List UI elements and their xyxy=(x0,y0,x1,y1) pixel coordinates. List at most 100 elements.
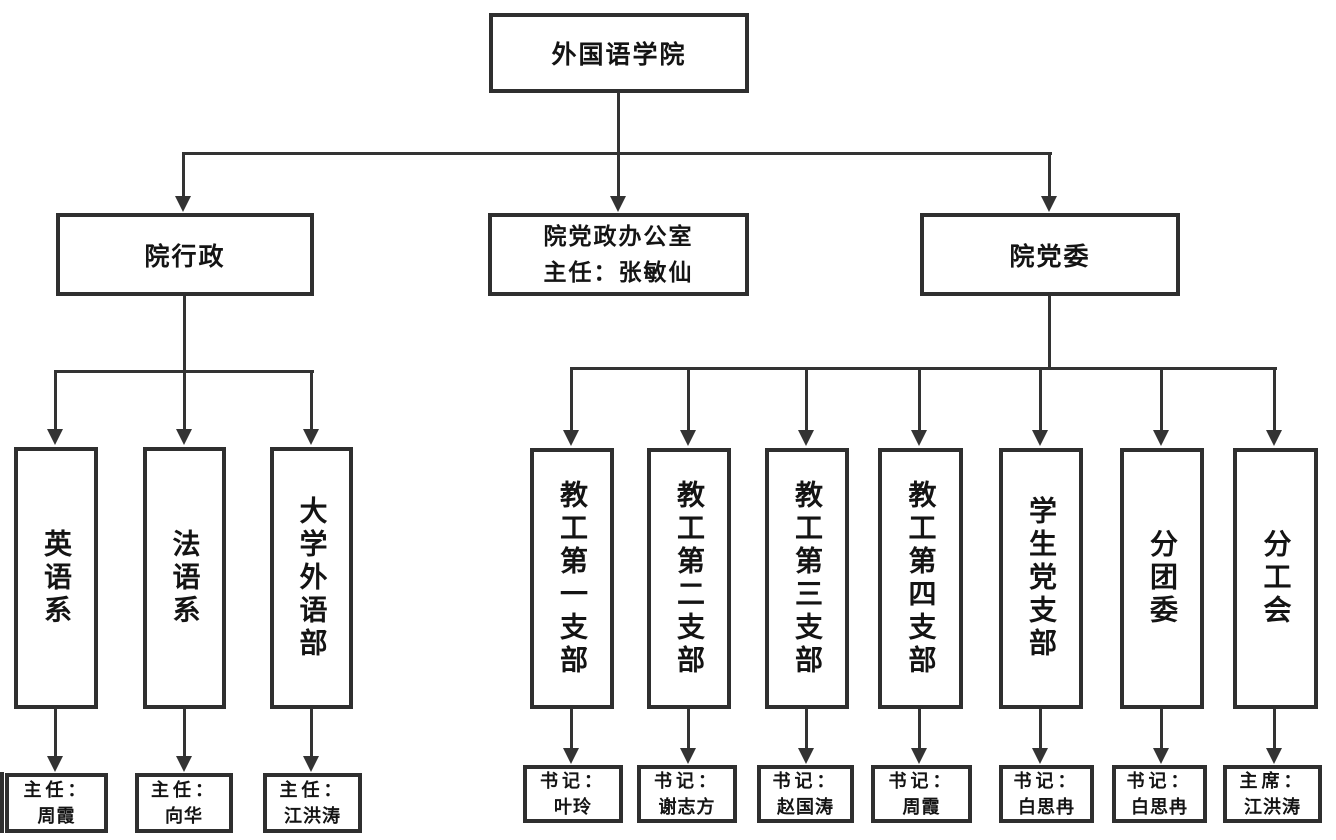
leader-6-role: 书记： xyxy=(888,770,955,791)
connector-faculty-1-leader xyxy=(570,709,573,749)
node-branch-labor-union: 分工会 xyxy=(1233,448,1318,709)
connector-drop-party xyxy=(1048,152,1051,198)
node-dept-french: 法语系 xyxy=(143,447,226,709)
connector-drop-youth-league xyxy=(1160,367,1163,431)
connector-drop-english xyxy=(54,370,57,430)
arrow-into-faculty-4 xyxy=(911,430,927,446)
leader-3-name: 叶玲 xyxy=(554,797,592,817)
office-label: 院党政办公室 xyxy=(543,222,694,249)
arrow-into-office xyxy=(610,196,626,212)
connector-party-hline xyxy=(570,367,1277,370)
leader-5-name: 赵国涛 xyxy=(777,797,834,817)
arrow-into-leader-2 xyxy=(303,756,319,772)
arrow-into-youth-league xyxy=(1153,430,1169,446)
leader-0-role: 主任： xyxy=(23,779,90,800)
arrow-into-leader-7 xyxy=(1032,748,1048,764)
arrow-into-student xyxy=(1032,430,1048,446)
connector-admin-trunk xyxy=(183,296,186,372)
branch-youth-league-label: 分团委 xyxy=(1147,529,1178,628)
connector-drop-labor-union xyxy=(1273,367,1276,431)
leader-1-role: 主任： xyxy=(151,779,217,800)
node-admin: 院行政 xyxy=(56,213,314,296)
party-label: 院党委 xyxy=(1009,242,1091,271)
node-leader-english-director: 主任： 周霞 xyxy=(5,773,108,833)
arrow-into-leader-5 xyxy=(798,748,814,764)
connector-party-trunk xyxy=(1048,296,1051,369)
branch-faculty-2-label: 教工第二支部 xyxy=(674,479,705,678)
leader-8-role: 书记： xyxy=(1126,770,1193,791)
arrow-into-leader-6 xyxy=(911,748,927,764)
arrow-into-leader-1 xyxy=(176,756,192,772)
arrow-into-admin xyxy=(175,196,191,212)
leader-9-name: 江洪涛 xyxy=(1244,797,1301,817)
arrow-into-english xyxy=(47,429,63,445)
node-leader-faculty-4-secretary: 书记： 周霞 xyxy=(871,765,972,823)
connector-drop-french xyxy=(183,370,186,430)
connector-ufl-leader xyxy=(310,709,313,757)
node-leader-faculty-3-secretary: 书记： 赵国涛 xyxy=(757,765,854,823)
connector-drop-faculty-4 xyxy=(918,367,921,431)
connector-youth-league-leader xyxy=(1160,709,1163,749)
connector-english-leader xyxy=(54,709,57,757)
root-label: 外国语学院 xyxy=(551,41,687,69)
connector-drop-faculty-3 xyxy=(805,367,808,431)
branch-faculty-4-label: 教工第四支部 xyxy=(905,479,937,678)
node-branch-student-party: 学生党支部 xyxy=(999,448,1083,709)
node-branch-faculty-4: 教工第四支部 xyxy=(878,448,963,709)
connector-drop-office xyxy=(617,152,620,198)
connector-drop-student xyxy=(1039,367,1042,431)
branch-faculty-3-label: 教工第三支部 xyxy=(792,479,823,678)
node-branch-faculty-2: 教工第二支部 xyxy=(647,448,731,709)
leader-7-name: 白思冉 xyxy=(1018,797,1075,817)
node-branch-faculty-1: 教工第一支部 xyxy=(530,448,614,709)
leader-3-role: 书记： xyxy=(540,770,606,791)
node-office: 院党政办公室 主任：张敏仙 xyxy=(488,213,749,296)
leader-2-role: 主任： xyxy=(279,779,346,800)
leader-8-name: 白思冉 xyxy=(1131,797,1188,817)
arrow-into-leader-8 xyxy=(1153,748,1169,764)
admin-label: 院行政 xyxy=(144,242,226,271)
node-leader-ufl-director: 主任： 江洪涛 xyxy=(263,773,362,833)
leader-4-role: 书记： xyxy=(654,770,720,791)
connector-labor-union-leader xyxy=(1273,709,1276,749)
dept-ufl-label: 大学外语部 xyxy=(296,495,328,661)
node-leader-french-director: 主任： 向华 xyxy=(135,773,233,833)
connector-faculty-4-leader xyxy=(918,709,921,749)
leader-4-name: 谢志方 xyxy=(658,797,716,817)
leader-1-name: 向华 xyxy=(165,806,203,826)
leader-9-role: 主席： xyxy=(1239,770,1306,791)
node-root: 外国语学院 xyxy=(489,13,749,93)
leader-2-name: 江洪涛 xyxy=(284,806,341,826)
branch-student-party-label: 学生党支部 xyxy=(1026,496,1057,661)
arrow-into-leader-3 xyxy=(563,748,579,764)
arrow-into-labor-union xyxy=(1266,430,1282,446)
node-dept-university-foreign-language: 大学外语部 xyxy=(270,447,353,709)
leader-5-role: 书记： xyxy=(772,770,839,791)
connector-drop-admin xyxy=(182,152,185,198)
leader-6-name: 周霞 xyxy=(902,797,941,817)
arrow-into-ufl xyxy=(303,429,319,445)
clipped-box-fragment xyxy=(0,772,4,833)
arrow-into-leader-4 xyxy=(680,748,696,764)
node-leader-labor-union-chairman: 主席： 江洪涛 xyxy=(1223,765,1322,823)
connector-faculty-3-leader xyxy=(805,709,808,749)
branch-faculty-1-label: 教工第一支部 xyxy=(557,479,588,678)
connector-faculty-2-leader xyxy=(687,709,690,749)
connector-student-leader xyxy=(1039,709,1042,749)
node-leader-youth-league-secretary: 书记： 白思冉 xyxy=(1112,765,1207,823)
node-branch-youth-league: 分团委 xyxy=(1120,448,1204,709)
dept-french-label: 法语系 xyxy=(169,528,201,628)
connector-root-trunk xyxy=(617,92,620,154)
arrow-into-party xyxy=(1041,196,1057,212)
node-branch-faculty-3: 教工第三支部 xyxy=(765,448,849,709)
connector-drop-faculty-1 xyxy=(570,367,573,431)
connector-drop-faculty-2 xyxy=(687,367,690,431)
node-leader-faculty-2-secretary: 书记： 谢志方 xyxy=(637,765,737,823)
arrow-into-leader-0 xyxy=(47,756,63,772)
arrow-into-leader-9 xyxy=(1266,748,1282,764)
connector-drop-ufl xyxy=(310,370,313,430)
arrow-into-faculty-1 xyxy=(563,430,579,446)
arrow-into-faculty-2 xyxy=(680,430,696,446)
arrow-into-french xyxy=(176,429,192,445)
